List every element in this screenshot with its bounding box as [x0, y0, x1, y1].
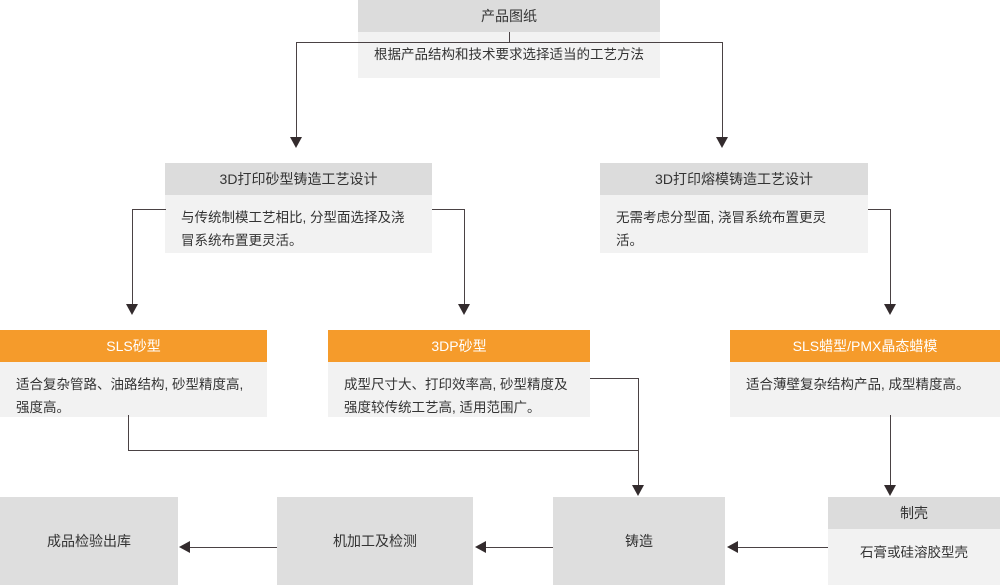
node-3dp-sand-header: 3DP砂型: [328, 330, 590, 362]
connector-sls-sand-bus: [128, 450, 639, 451]
connector-wax-to-shell: [890, 415, 891, 485]
arrow-to-casting: [632, 485, 644, 496]
node-sls-wax: SLS蜡型/PMX晶态蜡模 适合薄壁复杂结构产品, 成型精度高。: [730, 330, 1000, 417]
node-sls-sand-body: 适合复杂管路、油路结构, 砂型精度高, 强度高。: [0, 362, 267, 417]
connector-3dp-sand-drop: [638, 378, 639, 485]
node-shell-making-header: 制壳: [828, 497, 1000, 529]
connector-sand-to-3dp: [464, 209, 465, 304]
connector-machining-to-inspection: [190, 547, 277, 548]
node-3dp-sand-body: 成型尺寸大、打印效率高, 砂型精度及强度较传统工艺高, 适用范围广。: [328, 362, 590, 417]
node-shell-making-body: 石膏或硅溶胶型壳: [828, 529, 1000, 585]
arrow-to-shell: [884, 485, 896, 496]
node-sls-wax-header: SLS蜡型/PMX晶态蜡模: [730, 330, 1000, 362]
connector-top-stem: [509, 32, 510, 42]
connector-top-left-drop: [296, 42, 297, 137]
connector-sand-to-sls: [132, 209, 133, 304]
node-sls-wax-body: 适合薄壁复杂结构产品, 成型精度高。: [730, 362, 1000, 417]
node-investment-casting-process-body: 无需考虑分型面, 浇冒系统布置更灵活。: [600, 195, 868, 253]
connector-sls-sand-drop: [128, 415, 129, 451]
node-sand-casting-process: 3D打印砂型铸造工艺设计 与传统制模工艺相比, 分型面选择及浇冒系统布置更灵活。: [165, 163, 432, 253]
arrow-to-3dp-sand: [458, 304, 470, 315]
connector-investment-to-wax: [890, 209, 891, 304]
node-shell-making: 制壳 石膏或硅溶胶型壳: [828, 497, 1000, 585]
connector-investment-right-stub: [868, 209, 891, 210]
node-machining-inspection: 机加工及检测: [277, 497, 473, 585]
node-sand-casting-process-body: 与传统制模工艺相比, 分型面选择及浇冒系统布置更灵活。: [165, 195, 432, 253]
arrow-to-investment-process: [716, 137, 728, 148]
connector-shell-to-casting: [738, 547, 828, 548]
connector-sand-left-stub: [132, 209, 166, 210]
arrow-shell-to-casting: [727, 541, 738, 553]
node-casting-label: 铸造: [625, 533, 653, 549]
node-investment-casting-process-header: 3D打印熔模铸造工艺设计: [600, 163, 868, 195]
connector-casting-to-machining: [486, 547, 553, 548]
connector-top-right-drop: [722, 42, 723, 137]
node-sand-casting-process-header: 3D打印砂型铸造工艺设计: [165, 163, 432, 195]
node-final-inspection-label: 成品检验出库: [47, 533, 131, 549]
arrow-to-sls-wax: [884, 304, 896, 315]
node-casting: 铸造: [553, 497, 725, 585]
node-machining-inspection-label: 机加工及检测: [333, 533, 417, 549]
node-investment-casting-process: 3D打印熔模铸造工艺设计 无需考虑分型面, 浇冒系统布置更灵活。: [600, 163, 868, 253]
node-3dp-sand: 3DP砂型 成型尺寸大、打印效率高, 砂型精度及强度较传统工艺高, 适用范围广。: [328, 330, 590, 417]
arrow-to-sand-process: [290, 137, 302, 148]
node-sls-sand: SLS砂型 适合复杂管路、油路结构, 砂型精度高, 强度高。: [0, 330, 267, 417]
node-product-drawing-header: 产品图纸: [358, 0, 660, 32]
node-final-inspection: 成品检验出库: [0, 497, 178, 585]
connector-top-bus: [296, 42, 723, 43]
node-sls-sand-header: SLS砂型: [0, 330, 267, 362]
connector-sand-right-stub: [432, 209, 465, 210]
connector-3dp-sand-stub: [590, 378, 639, 379]
node-product-drawing: 产品图纸 根据产品结构和技术要求选择适当的工艺方法: [358, 0, 660, 78]
arrow-machining-to-inspection: [179, 541, 190, 553]
arrow-to-sls-sand: [126, 304, 138, 315]
arrow-casting-to-machining: [475, 541, 486, 553]
